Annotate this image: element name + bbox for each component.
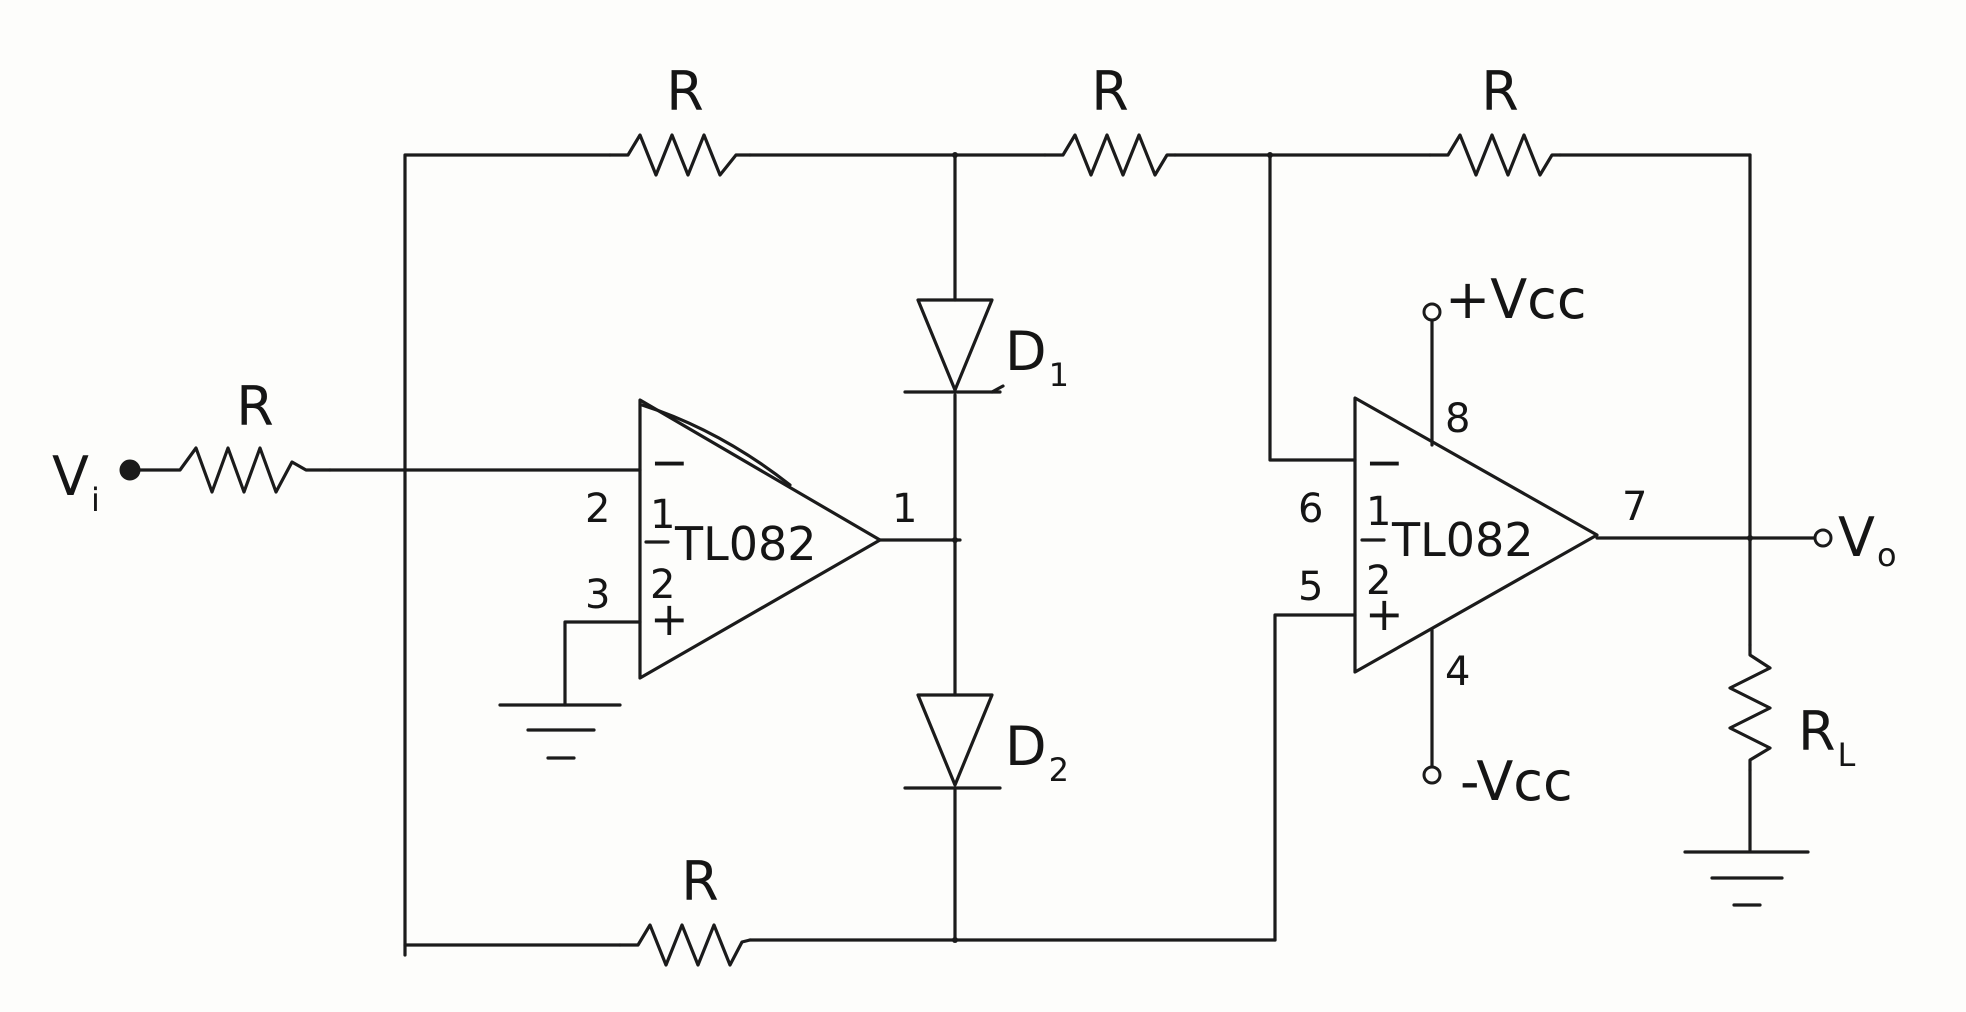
opamp-1-label: TL082 bbox=[674, 517, 817, 571]
opamp-2-pin-vneg: 4 bbox=[1445, 649, 1470, 695]
resistor-top-middle-label: R bbox=[1091, 60, 1129, 123]
right-node-wires bbox=[1268, 153, 1357, 942]
resistor-top-right bbox=[1428, 133, 1562, 177]
input-terminal bbox=[119, 459, 141, 481]
opamp-1-half-num: 1 bbox=[650, 492, 675, 538]
opamp-2-pin-inv: 6 bbox=[1298, 486, 1323, 532]
opamp-1-pin-noninv: 3 bbox=[585, 572, 610, 618]
opamp-1-minus: − bbox=[650, 435, 689, 489]
opamp-2-half-den: 2 bbox=[1366, 558, 1391, 604]
output-terminal bbox=[1813, 528, 1833, 548]
opamp-2-pin-out: 7 bbox=[1622, 484, 1647, 530]
opamp-1-pin-out: 1 bbox=[892, 486, 917, 532]
d2-label: D2 bbox=[1005, 715, 1069, 789]
load-label: RL bbox=[1798, 700, 1856, 774]
opamp-1-plus: + bbox=[650, 592, 689, 646]
ground-1 bbox=[498, 620, 642, 760]
d1-label: D1 bbox=[1005, 320, 1069, 394]
opamp-2-minus: − bbox=[1365, 435, 1404, 489]
supply-positive bbox=[1422, 302, 1442, 447]
opamp-2-pin-noninv: 5 bbox=[1298, 564, 1323, 610]
diode-d2 bbox=[903, 693, 1002, 790]
resistor-input-label: R bbox=[236, 375, 274, 438]
supply-negative bbox=[1422, 628, 1442, 785]
resistor-top-left bbox=[608, 133, 752, 177]
vin-label: Vi bbox=[52, 445, 100, 519]
bottom-rail-wires bbox=[403, 938, 1277, 947]
opamp-2-pin-vpos: 8 bbox=[1445, 396, 1470, 442]
opamp-2-label: TL082 bbox=[1391, 513, 1534, 567]
diode-d1 bbox=[903, 298, 1005, 394]
opamp-1-half-den: 2 bbox=[650, 562, 675, 608]
resistor-top-left-label: R bbox=[666, 60, 704, 123]
resistor-load bbox=[1728, 643, 1772, 772]
resistor-top-right-label: R bbox=[1481, 60, 1519, 123]
resistor-input bbox=[137, 446, 332, 494]
resistor-bottom-label: R bbox=[681, 850, 719, 913]
opamp-2 bbox=[1353, 396, 1599, 674]
vout-label: Vo bbox=[1838, 506, 1897, 574]
top-rail-wires bbox=[403, 153, 1752, 957]
vcc-pos-label: +Vcc bbox=[1445, 268, 1587, 331]
junction-dots bbox=[952, 152, 1753, 943]
opamp-1 bbox=[638, 398, 882, 680]
ground-2 bbox=[1683, 850, 1810, 907]
opamp-1-pin-inv: 2 bbox=[585, 486, 610, 532]
vcc-neg-label: -Vcc bbox=[1460, 750, 1573, 813]
opamp-2-plus: + bbox=[1365, 587, 1404, 641]
opamp-2-half-num: 1 bbox=[1366, 489, 1391, 535]
resistor-top-middle bbox=[1043, 133, 1177, 177]
resistor-bottom bbox=[618, 923, 752, 967]
